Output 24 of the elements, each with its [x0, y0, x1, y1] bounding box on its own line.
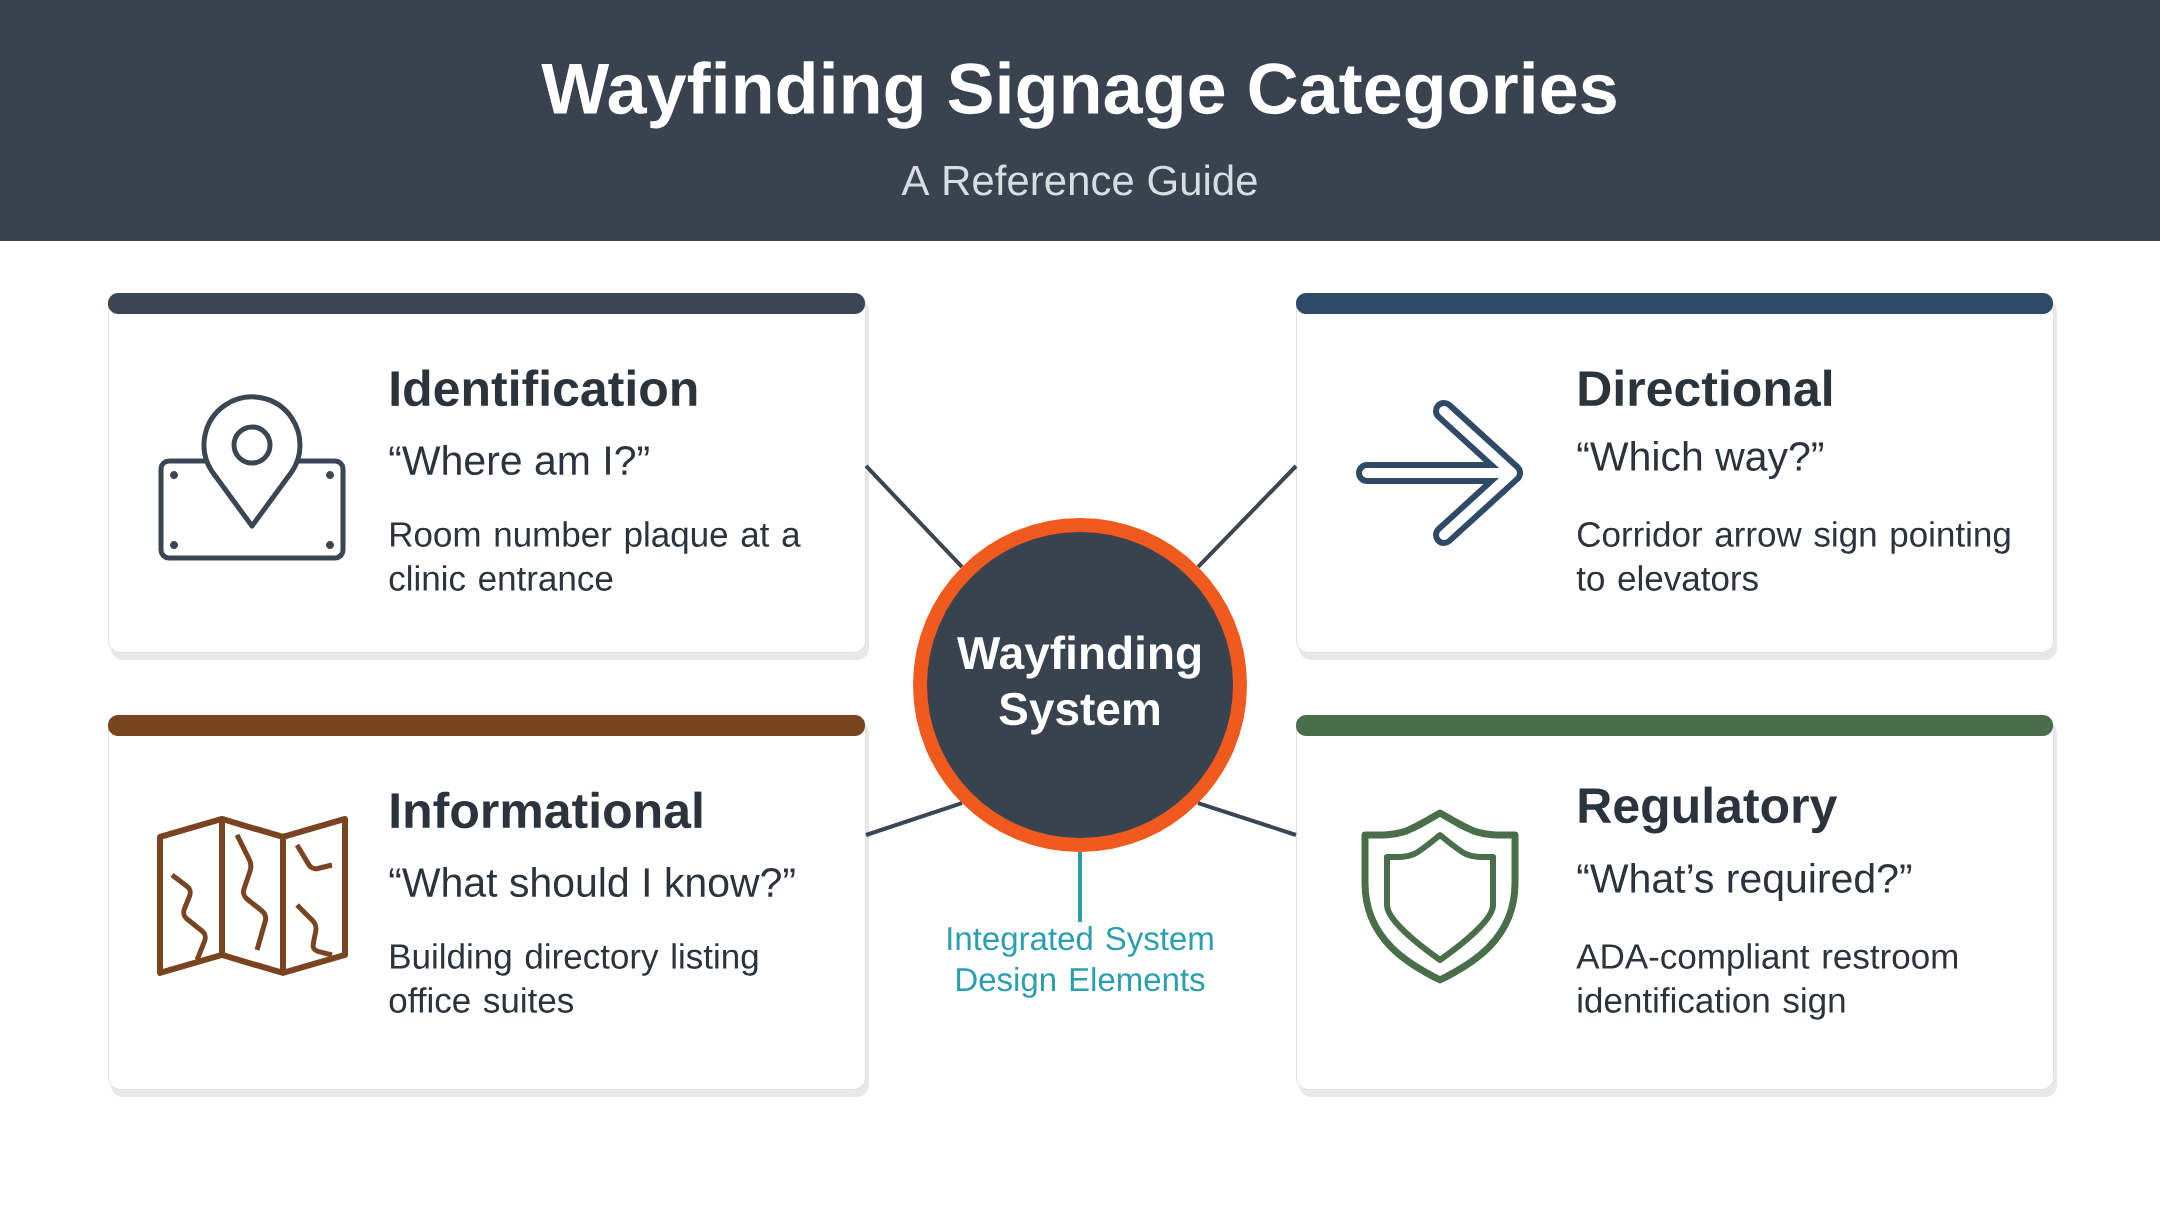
question-text: “What’s required?”	[1577, 862, 1912, 902]
card-title: Informational	[391, 791, 702, 829]
card-title: Regulatory	[1579, 786, 1838, 834]
description-text: Room number plaque at a clinic entrance	[389, 521, 801, 591]
card-title: Identification	[391, 369, 697, 407]
subtitle: A Reference Guide	[901, 164, 1257, 196]
note-text: Integrated System Design Elements	[948, 926, 1213, 998]
card-title: Directional	[1579, 369, 1832, 407]
connector-line	[864, 464, 964, 569]
question-text: “Which way?”	[1577, 440, 1823, 480]
card	[1296, 715, 2057, 1097]
description-text: ADA-compliant restroom identification sign	[1576, 943, 1957, 1020]
card	[1296, 293, 2057, 660]
card	[108, 293, 869, 660]
connector-line	[1196, 464, 1298, 569]
description-text: Building directory listing office suites	[389, 943, 758, 1013]
card	[108, 715, 869, 1097]
question-text: “What should I know?”	[389, 866, 795, 898]
connector-line	[1197, 801, 1297, 837]
title: Wayfinding Signage Categories	[541, 61, 1616, 129]
connector-line	[1078, 852, 1082, 922]
description-text: Corridor arrow sign pointing to elevators	[1576, 521, 2010, 591]
connector-line	[865, 801, 963, 837]
question-text: “Where am I?”	[389, 444, 649, 476]
